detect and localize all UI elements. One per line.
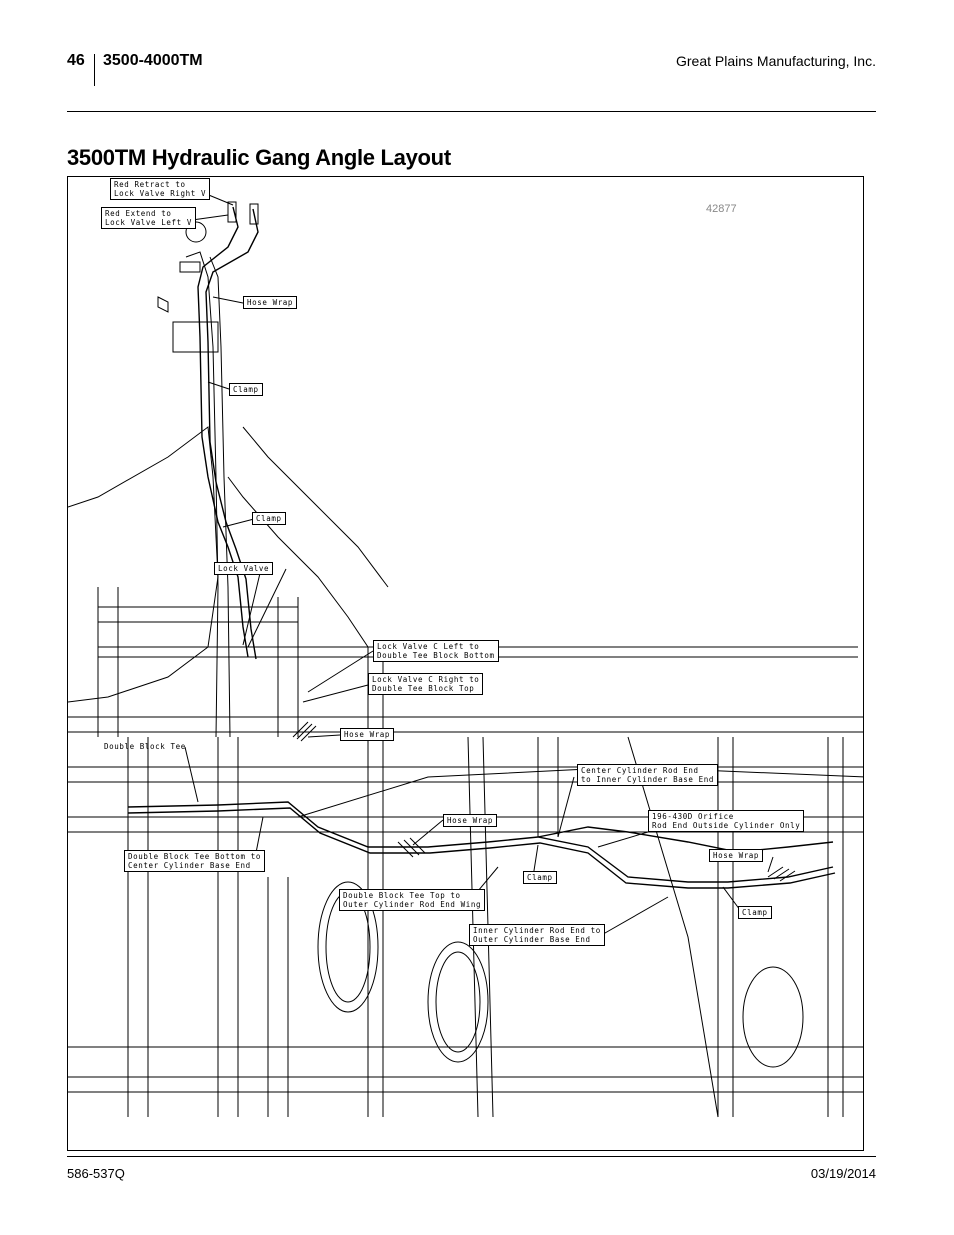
header-divider <box>94 54 95 86</box>
callout-red-extend: Red Extend to Lock Valve Left V <box>101 207 196 229</box>
callout-center-cylinder-rod: Center Cylinder Rod End to Inner Cylinde… <box>577 764 718 786</box>
callout-orifice: 196-430D Orifice Rod End Outside Cylinde… <box>648 810 805 832</box>
callout-clamp: Clamp <box>252 512 286 525</box>
model-name: 3500-4000TM <box>103 52 203 69</box>
callout-lock-valve: Lock Valve <box>214 562 274 575</box>
callout-double-block-tee-top: Double Block Tee Top to Outer Cylinder R… <box>339 889 486 911</box>
figure-number: 42877 <box>706 203 737 215</box>
callout-double-block-tee: Double Block Tee <box>104 742 186 751</box>
callout-double-block-tee-bottom: Double Block Tee Bottom to Center Cylind… <box>124 850 265 872</box>
callout-lock-valve-c-left: Lock Valve C Left to Double Tee Block Bo… <box>373 640 499 662</box>
header-rule <box>67 111 876 112</box>
callout-clamp: Clamp <box>229 383 263 396</box>
figure-frame: Red Retract to Lock Valve Right V Red Ex… <box>67 176 864 1151</box>
callout-hose-wrap: Hose Wrap <box>443 814 498 827</box>
callout-hose-wrap: Hose Wrap <box>709 849 764 862</box>
footer-rule <box>67 1156 876 1157</box>
callout-inner-cylinder-rod: Inner Cylinder Rod End to Outer Cylinder… <box>469 924 605 946</box>
callout-lock-valve-c-right: Lock Valve C Right to Double Tee Block T… <box>368 673 484 695</box>
callout-clamp: Clamp <box>738 906 772 919</box>
company-name: Great Plains Manufacturing, Inc. <box>676 53 876 69</box>
callout-clamp: Clamp <box>523 871 557 884</box>
callout-hose-wrap: Hose Wrap <box>243 296 298 309</box>
document-number: 586-537Q <box>67 1166 125 1181</box>
hydraulic-diagram <box>68 190 863 1118</box>
page-number: 46 <box>67 52 85 69</box>
section-title: 3500TM Hydraulic Gang Angle Layout <box>67 145 451 170</box>
callout-hose-wrap: Hose Wrap <box>340 728 395 741</box>
document-date: 03/19/2014 <box>810 1166 876 1181</box>
callout-red-retract: Red Retract to Lock Valve Right V <box>110 178 211 200</box>
